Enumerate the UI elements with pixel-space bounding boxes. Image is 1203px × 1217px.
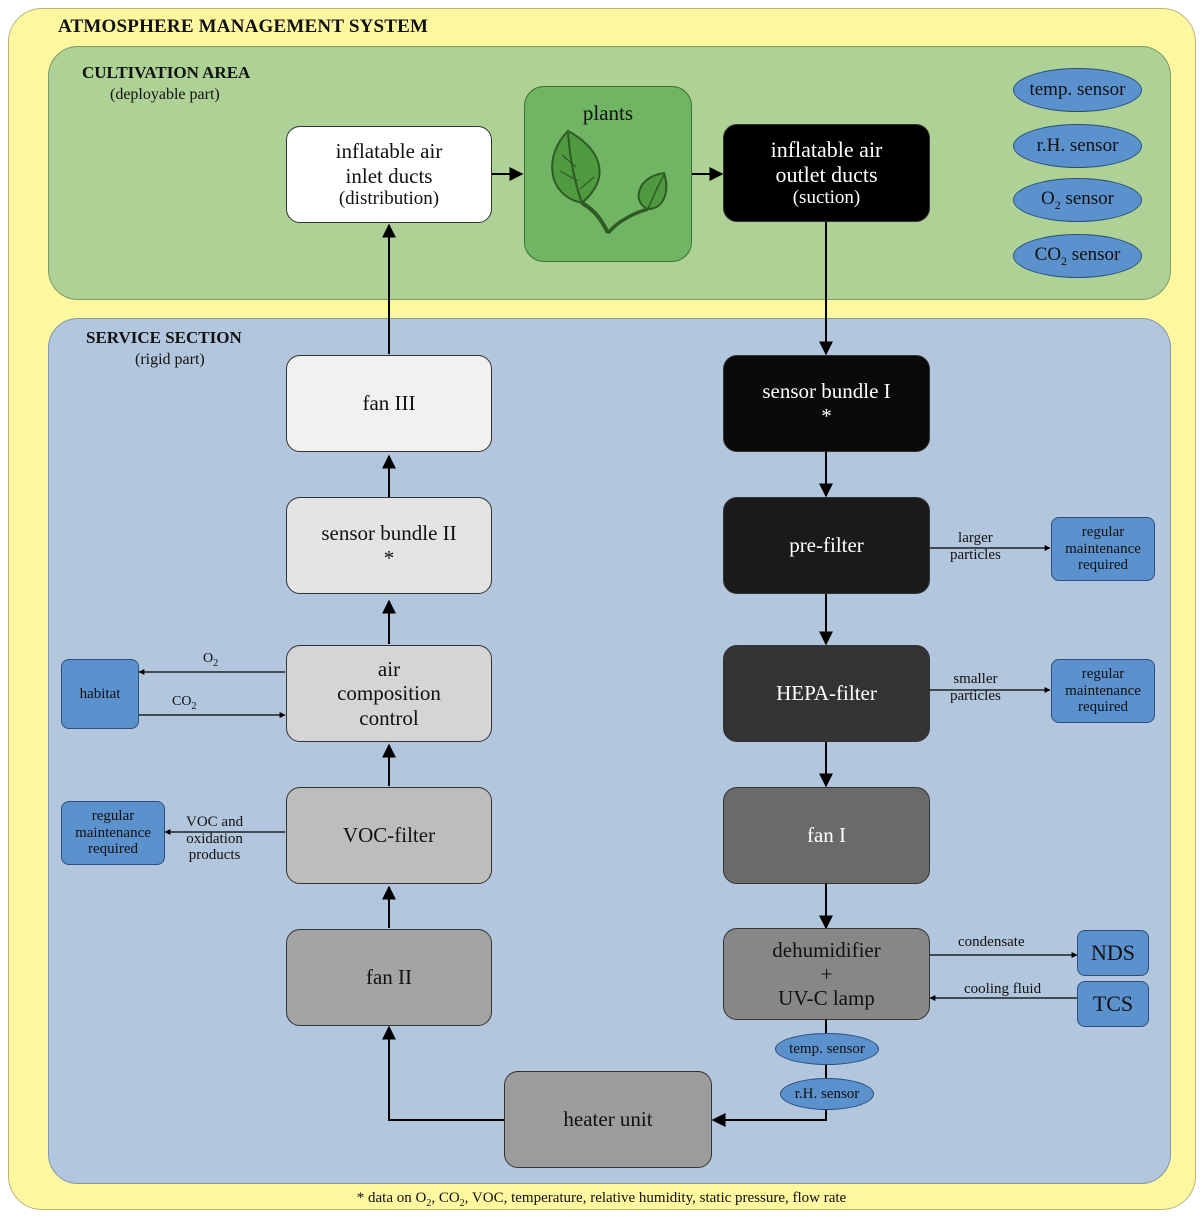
- rh-sensor-cult-label: r.H. sensor: [1036, 135, 1119, 156]
- plants-label: plants: [582, 101, 634, 125]
- dehumidifier-line2: +: [820, 961, 833, 986]
- voc-maint-line2: maintenance: [75, 824, 151, 841]
- service-section-region: [48, 318, 1171, 1184]
- air-composition-control-box: air composition control: [286, 645, 492, 742]
- rh-sensor-service-label: r.H. sensor: [794, 1085, 860, 1102]
- inlet-ducts-line2: inlet ducts: [345, 163, 433, 188]
- o2-sensor-cult-label: O2 sensor: [1040, 187, 1115, 212]
- acc-line1: air: [377, 657, 401, 682]
- pre-filter-label: pre-filter: [789, 533, 864, 558]
- sensor-bundle1-asterisk: *: [821, 403, 832, 428]
- habitat-box: habitat: [61, 659, 139, 729]
- hepa-filter-label: HEPA-filter: [776, 681, 877, 706]
- inlet-ducts-line1: inflatable air: [335, 139, 443, 164]
- larger-particles-label: larger particles: [950, 530, 1001, 563]
- sensor-bundle2-label: sensor bundle II: [321, 521, 457, 546]
- hepa-maint-line2: maintenance: [1065, 682, 1141, 699]
- temp-sensor-service: temp. sensor: [775, 1033, 879, 1065]
- acc-line2: composition: [337, 681, 441, 706]
- fan2-label: fan II: [365, 965, 413, 990]
- temp-sensor-cult-label: temp. sensor: [1029, 79, 1126, 100]
- service-section-title: SERVICE SECTION: [86, 328, 242, 347]
- cultivation-area-title: CULTIVATION AREA: [82, 63, 251, 82]
- hepa-filter-box: HEPA-filter: [723, 645, 930, 742]
- footnote: * data on O2, CO2, VOC, temperature, rel…: [356, 1190, 847, 1209]
- outlet-ducts-box: inflatable air outlet ducts (suction): [723, 124, 930, 222]
- prefilter-maintenance-box: regular maintenance required: [1051, 517, 1155, 581]
- voc-maintenance-box: regular maintenance required: [61, 801, 165, 865]
- condensate-label: condensate: [958, 934, 1025, 950]
- pre-maint-line1: regular: [1081, 523, 1125, 540]
- rh-sensor-cult: r.H. sensor: [1013, 124, 1142, 168]
- leaf-icon: [551, 129, 668, 235]
- heater-unit-label: heater unit: [563, 1107, 653, 1132]
- plants-box: plants: [524, 86, 692, 262]
- voc-products-label: VOC and oxidation products: [186, 814, 244, 863]
- voc-filter-label: VOC-filter: [342, 823, 436, 848]
- fan3-box: fan III: [286, 355, 492, 452]
- inlet-ducts-box: inflatable air inlet ducts (distribution…: [286, 126, 492, 223]
- diagram-title: ATMOSPHERE MANAGEMENT SYSTEM: [58, 16, 429, 37]
- fan3-label: fan III: [362, 391, 416, 416]
- hepa-maintenance-box: regular maintenance required: [1051, 659, 1155, 723]
- dehumidifier-box: dehumidifier + UV-C lamp: [723, 928, 930, 1020]
- sensor-bundle1-label: sensor bundle I: [762, 379, 891, 404]
- outlet-ducts-line2: outlet ducts: [775, 162, 878, 188]
- co2-sensor-cult-label: CO2 sensor: [1034, 243, 1121, 268]
- sensor-bundle1-box: sensor bundle I *: [723, 355, 930, 452]
- acc-line3: control: [359, 705, 419, 730]
- fan1-label: fan I: [806, 823, 847, 848]
- co2-flow-label: CO2: [172, 694, 197, 712]
- outlet-ducts-line1: inflatable air: [770, 136, 883, 162]
- hepa-maint-line3: required: [1078, 699, 1128, 716]
- voc-maint-line1: regular: [91, 807, 135, 824]
- heater-unit-box: heater unit: [504, 1071, 712, 1168]
- inlet-ducts-line3: (distribution): [338, 187, 440, 209]
- tcs-label: TCS: [1092, 990, 1134, 1016]
- nds-box: NDS: [1077, 930, 1149, 976]
- pre-filter-box: pre-filter: [723, 497, 930, 594]
- dehumidifier-line3: UV-C lamp: [778, 986, 875, 1011]
- co2-sensor-cult: CO2 sensor: [1013, 234, 1142, 278]
- outlet-ducts-line3: (suction): [792, 187, 861, 209]
- hepa-maint-line1: regular: [1081, 665, 1125, 682]
- fan2-box: fan II: [286, 929, 492, 1026]
- service-section-subtitle: (rigid part): [135, 351, 205, 368]
- arrow-heater-to-fan2: [382, 1025, 504, 1121]
- cooling-fluid-label: cooling fluid: [964, 981, 1042, 997]
- rh-sensor-service: r.H. sensor: [780, 1078, 874, 1110]
- sensor-bundle2-asterisk: *: [383, 545, 395, 570]
- nds-label: NDS: [1090, 939, 1135, 965]
- pre-maint-line3: required: [1078, 557, 1128, 574]
- cultivation-area-subtitle: (deployable part): [110, 86, 220, 103]
- voc-maint-line3: required: [88, 841, 138, 858]
- sensor-bundle2-box: sensor bundle II *: [286, 497, 492, 594]
- fan1-box: fan I: [723, 787, 930, 884]
- temp-sensor-service-label: temp. sensor: [789, 1040, 865, 1057]
- o2-sensor-cult: O2 sensor: [1013, 178, 1142, 222]
- voc-filter-box: VOC-filter: [286, 787, 492, 884]
- o2-flow-label: O2: [203, 651, 219, 669]
- dehumidifier-line1: dehumidifier: [772, 937, 881, 962]
- pre-maint-line2: maintenance: [1065, 540, 1141, 557]
- habitat-label: habitat: [79, 685, 121, 702]
- smaller-particles-label: smaller particles: [950, 671, 1001, 704]
- tcs-box: TCS: [1077, 981, 1149, 1027]
- temp-sensor-cult: temp. sensor: [1013, 68, 1142, 112]
